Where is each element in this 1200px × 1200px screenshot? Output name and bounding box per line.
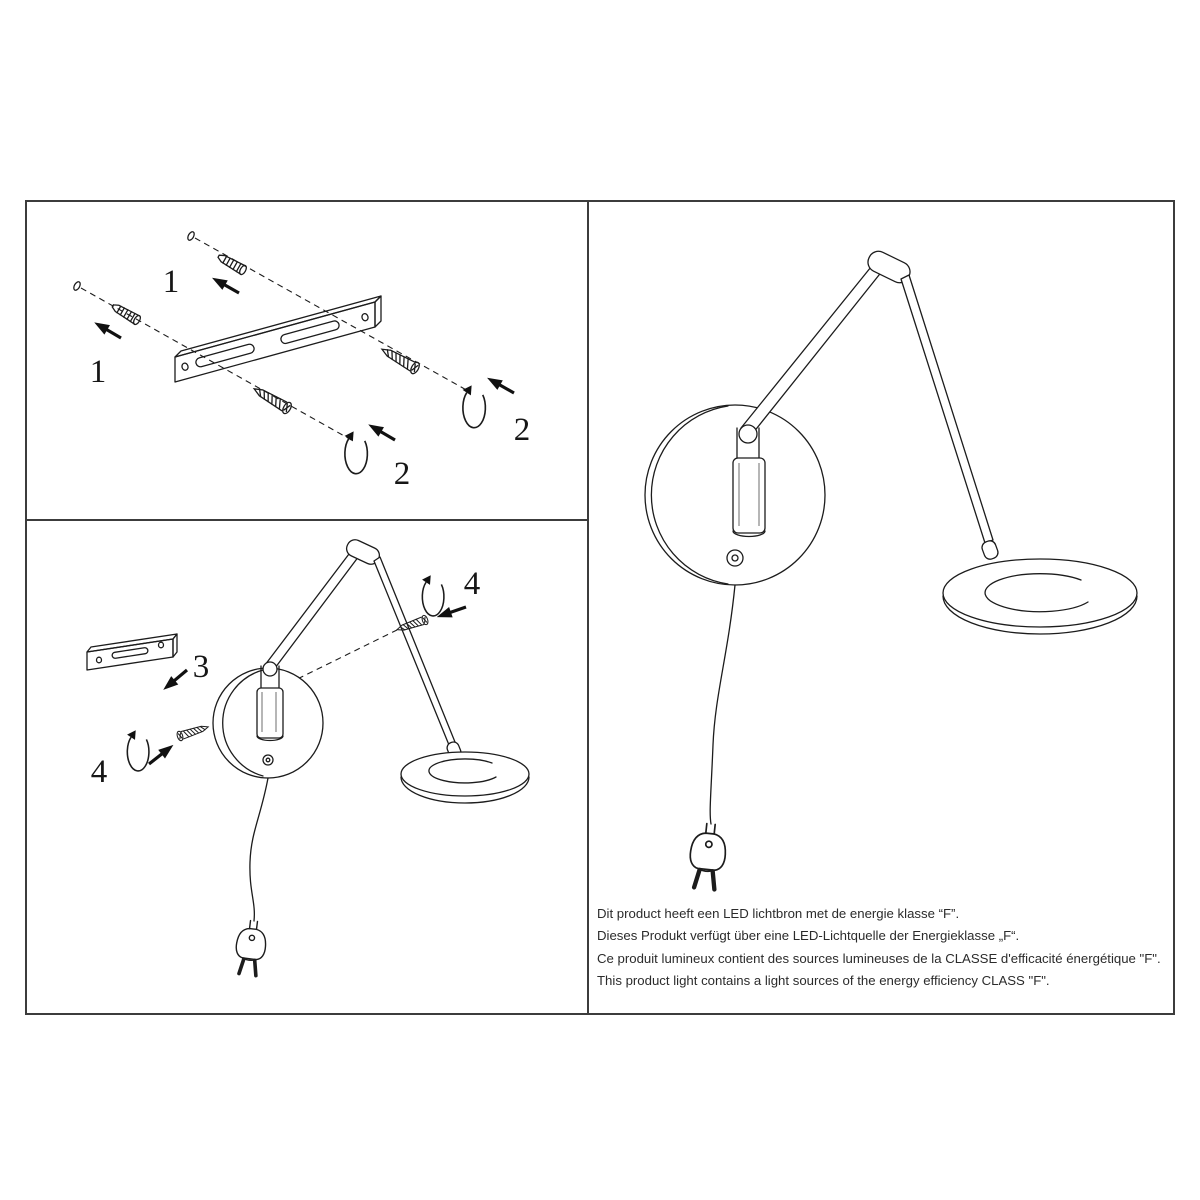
lamp-shade: [942, 558, 1138, 628]
drive-arrow-icon: [482, 371, 519, 400]
shade-inner-ring: [428, 758, 497, 784]
power-cord: [709, 584, 736, 825]
panel-bracket-mounting: 1 1 2 2: [73, 231, 531, 492]
drive-arrow-icon: [363, 418, 400, 447]
energy-note-de: Dieses Produkt verfügt über eine LED-Lic…: [597, 928, 1020, 944]
insert-arrow-icon: [89, 316, 126, 345]
step-label-3: 3: [193, 649, 210, 685]
energy-note-nl: Dit product heeft een LED lichtbron met …: [597, 906, 960, 921]
lamp-arm-lower: [900, 274, 994, 544]
lamp-shade: [400, 751, 530, 797]
lamp-socket: [256, 687, 284, 739]
drill-hole-icon: [187, 231, 195, 241]
lamp-arm-upper: [740, 261, 884, 439]
hang-arrow-icon: [158, 664, 193, 696]
power-plug: [687, 822, 729, 890]
panel-assembled-lamp: [644, 250, 1138, 1015]
lamp-assembly: [212, 539, 530, 979]
mounting-bracket: [174, 295, 382, 383]
power-plug: [231, 917, 271, 979]
step-label-1: 1: [90, 354, 107, 390]
energy-class-notes: Dit product heeft een LED lichtbron met …: [597, 903, 1171, 993]
pivot-fork: [736, 427, 760, 463]
lamp-arm-lower: [373, 556, 456, 746]
mounting-screw: [250, 382, 294, 416]
switch-button: [262, 754, 274, 766]
wall-plug-anchor: [215, 251, 249, 277]
wall-plug-anchor: [109, 300, 143, 327]
step-label-1: 1: [163, 264, 180, 300]
step-label-4: 4: [91, 754, 108, 790]
drill-hole-icon: [73, 281, 81, 291]
lamp-socket: [732, 457, 766, 534]
rotation-arrow-icon: [421, 574, 445, 617]
rotation-arrow-icon: [343, 430, 369, 475]
pivot-barrel: [738, 424, 758, 444]
wall-bracket-small: [86, 633, 178, 671]
shade-joint: [981, 540, 999, 560]
insert-arrow-icon: [207, 271, 244, 300]
step-label-2: 2: [514, 412, 531, 448]
switch-button: [726, 549, 744, 567]
lamp-assembly: [644, 250, 1138, 890]
rotation-arrow-icon: [461, 384, 487, 429]
mounting-screw: [378, 343, 422, 376]
step-label-2: 2: [394, 456, 411, 492]
pivot-barrel: [262, 661, 278, 677]
drive-arrow-icon: [144, 738, 179, 770]
lamp-arm-upper: [264, 549, 360, 673]
power-cord: [249, 777, 269, 922]
energy-note-en: This product light contains a light sour…: [597, 973, 1050, 989]
step-label-4: 4: [464, 566, 481, 602]
rotation-arrow-icon: [126, 729, 150, 772]
panel-lamp-mounting: 3 4 4: [86, 539, 530, 979]
shade-inner-ring: [984, 573, 1089, 613]
pivot-fork: [260, 665, 280, 691]
fixing-screw: [175, 721, 211, 742]
energy-note-fr: Ce produit lumineux contient des sources…: [597, 950, 1161, 966]
